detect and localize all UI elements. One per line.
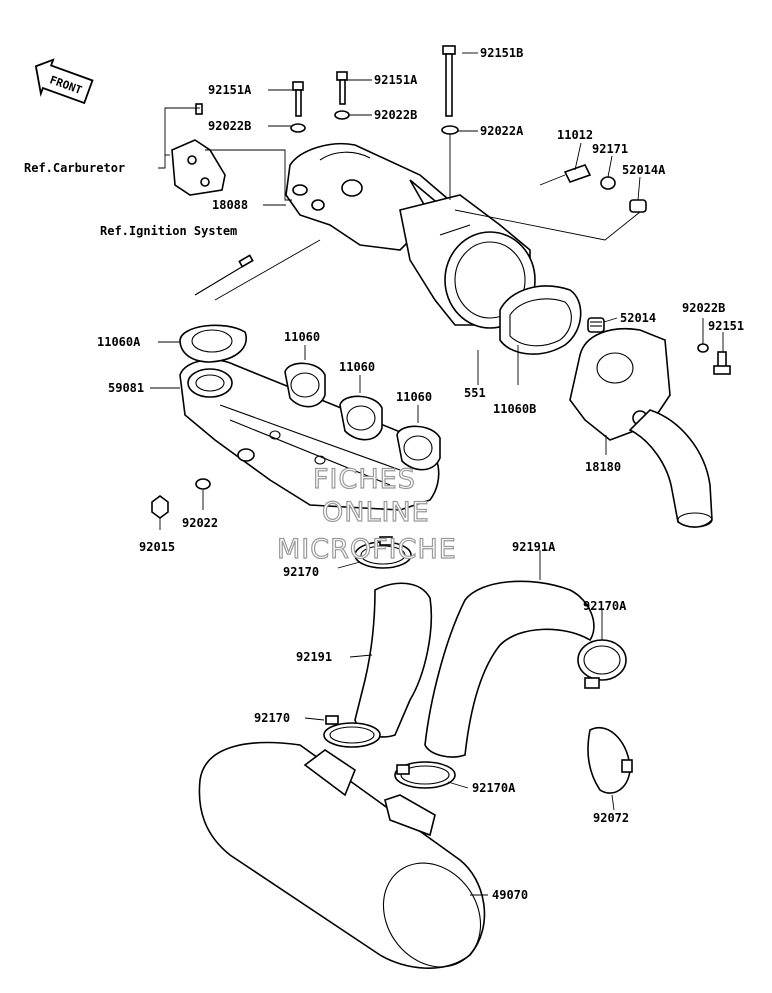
resonator-part bbox=[569, 328, 713, 528]
label-11060-a: 11060 bbox=[284, 330, 320, 344]
clamp-92170a-lower-part bbox=[394, 761, 456, 789]
label-11060-b: 11060 bbox=[339, 360, 375, 374]
gasket-11060-a-part bbox=[284, 362, 326, 408]
gasket-11060-c-part bbox=[396, 425, 441, 471]
hose-92191-part bbox=[354, 582, 433, 738]
label-18088: 18088 bbox=[212, 198, 248, 212]
label-11060-c: 11060 bbox=[396, 390, 432, 404]
label-49070: 49070 bbox=[492, 888, 528, 902]
bolt-92151-part bbox=[697, 343, 731, 375]
label-92170A-right: 92170A bbox=[583, 599, 627, 613]
label-92191A: 92191A bbox=[512, 540, 556, 554]
label-92022B-left: 92022B bbox=[208, 119, 251, 133]
stud-52014-part bbox=[587, 317, 605, 333]
label-92022B-right-lower: 92022B bbox=[682, 301, 725, 315]
label-92022B-right: 92022B bbox=[374, 108, 417, 122]
gasket-11060a-part bbox=[179, 324, 247, 363]
clamp-92170a-right-part bbox=[577, 639, 627, 689]
label-52014A: 52014A bbox=[622, 163, 666, 177]
label-92151: 92151 bbox=[708, 319, 744, 333]
nut-92015-part bbox=[151, 495, 169, 519]
bolt-92151b-part bbox=[441, 45, 459, 135]
label-11060B: 11060B bbox=[493, 402, 536, 416]
label-92171: 92171 bbox=[592, 142, 628, 156]
ref-carburetor-label: Ref.Carburetor bbox=[24, 161, 125, 175]
watermark-line-1: FICHES bbox=[313, 464, 416, 495]
ignition-cable-part bbox=[194, 254, 254, 296]
label-92151B: 92151B bbox=[480, 46, 523, 60]
label-11012: 11012 bbox=[557, 128, 593, 142]
clamp-92170-lower-part bbox=[323, 715, 381, 748]
muffler-part bbox=[198, 741, 486, 969]
label-59081: 59081 bbox=[108, 381, 144, 395]
watermark-line-3: MICROFICHE bbox=[277, 534, 457, 565]
watermark-line-2: ONLINE bbox=[322, 497, 430, 528]
label-18180: 18180 bbox=[585, 460, 621, 474]
band-92072-part bbox=[587, 727, 633, 794]
label-92170A-lower: 92170A bbox=[472, 781, 516, 795]
clamp-92170-top-part bbox=[354, 536, 412, 569]
bolt-92151a-right-part bbox=[334, 71, 350, 120]
fitting-11012-part bbox=[539, 164, 647, 213]
gasket-11060b-part bbox=[499, 285, 582, 355]
label-92022: 92022 bbox=[182, 516, 218, 530]
bolt-92151a-left-part bbox=[290, 81, 306, 133]
gasket-11060-b-part bbox=[339, 395, 383, 441]
leader-lines bbox=[150, 52, 724, 896]
ref-ignition-label: Ref.Ignition System bbox=[100, 224, 237, 238]
watermark: FICHES ONLINE MICROFICHE bbox=[276, 463, 457, 565]
label-92170-top: 92170 bbox=[283, 565, 319, 579]
label-52014: 52014 bbox=[620, 311, 656, 325]
exhaust-housing-part bbox=[399, 194, 536, 329]
label-92170-lower: 92170 bbox=[254, 711, 290, 725]
label-92072: 92072 bbox=[593, 811, 629, 825]
hose-92191a-part bbox=[424, 580, 595, 758]
label-92151A-right: 92151A bbox=[374, 73, 418, 87]
bracket-part bbox=[171, 103, 226, 196]
label-92151A-left: 92151A bbox=[208, 83, 252, 97]
label-92191: 92191 bbox=[296, 650, 332, 664]
label-92015: 92015 bbox=[139, 540, 175, 554]
label-92022A: 92022A bbox=[480, 124, 524, 138]
washer-92022-part bbox=[195, 478, 211, 490]
front-arrow-icon: FRONT bbox=[34, 58, 94, 105]
label-551: 551 bbox=[464, 386, 486, 400]
label-11060A: 11060A bbox=[97, 335, 141, 349]
